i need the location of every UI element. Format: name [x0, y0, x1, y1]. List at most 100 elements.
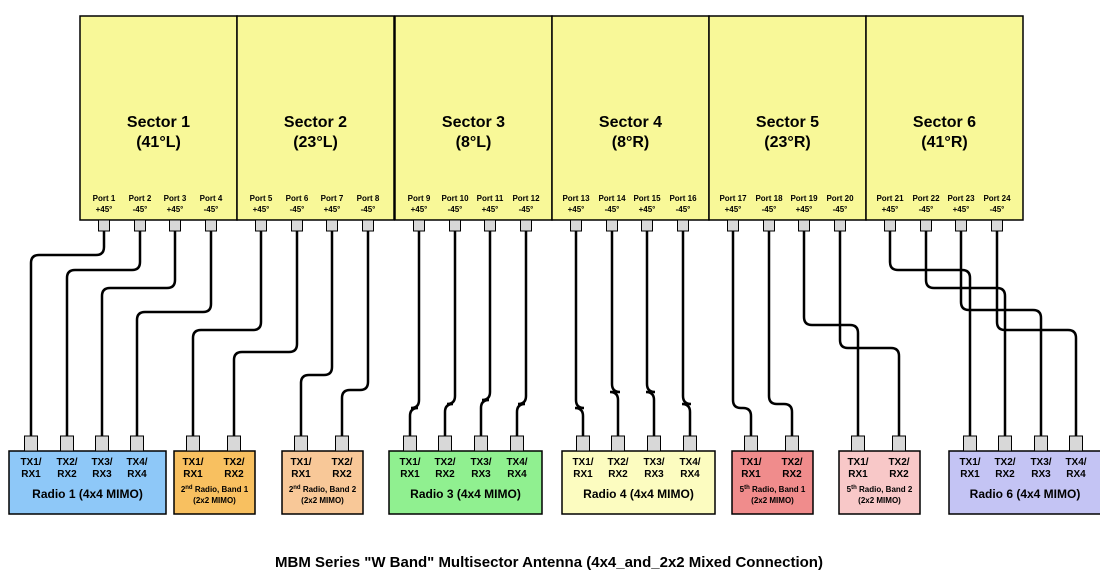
sector-name: Sector 4: [599, 114, 662, 131]
cable-port-12: [515, 231, 528, 436]
antenna-port-connector[interactable]: [520, 219, 532, 232]
antenna-port-connector[interactable]: [955, 219, 967, 232]
radio-port-rx: RX3: [92, 469, 112, 480]
antenna-port-connector[interactable]: [326, 219, 338, 232]
port-polarization: -45°: [919, 205, 934, 214]
port-polarization: -45°: [361, 205, 376, 214]
radio-name-suffix: nd: [293, 485, 301, 491]
radio-port-rx: RX4: [680, 469, 700, 480]
radio-port-connector[interactable]: [576, 435, 590, 452]
port-polarization: -45°: [204, 205, 219, 214]
port-number: Port 18: [755, 194, 783, 203]
antenna-port-connector[interactable]: [763, 219, 775, 232]
cable-port-18: [767, 231, 794, 436]
antenna-port-connector[interactable]: [677, 219, 689, 232]
radio-port-connector[interactable]: [963, 435, 977, 452]
radio-port-tx: TX4/: [679, 457, 700, 468]
antenna-port-connector[interactable]: [362, 219, 374, 232]
radio-port-connector[interactable]: [744, 435, 758, 452]
port-number: Port 24: [983, 194, 1011, 203]
sector-name: Sector 5: [756, 114, 819, 131]
cable-port-13: [574, 231, 585, 436]
radio-port-connector[interactable]: [998, 435, 1012, 452]
port-polarization: +45°: [725, 205, 742, 214]
radio-port-connector[interactable]: [403, 435, 417, 452]
radio-port-tx: TX2/: [994, 457, 1015, 468]
radio-port-connector[interactable]: [851, 435, 865, 452]
antenna-port-connector[interactable]: [291, 219, 303, 232]
radio-box: [281, 450, 364, 515]
antenna-port-connector[interactable]: [884, 219, 896, 232]
radio-port-connector[interactable]: [785, 435, 799, 452]
radio-port-connector[interactable]: [892, 435, 906, 452]
radio-port-connector[interactable]: [227, 435, 241, 452]
antenna-port-connector[interactable]: [413, 219, 425, 232]
port-number: Port 10: [441, 194, 469, 203]
radio-port-connector[interactable]: [611, 435, 625, 452]
antenna-port-connector[interactable]: [98, 219, 110, 232]
radio-mimo: (2x2 MIMO): [301, 496, 344, 505]
radio-port-connector[interactable]: [24, 435, 38, 452]
sector-box: [79, 15, 238, 221]
radio-port-connector[interactable]: [294, 435, 308, 452]
antenna-port-connector[interactable]: [798, 219, 810, 232]
port-polarization: +45°: [167, 205, 184, 214]
radio-port-connector[interactable]: [1034, 435, 1048, 452]
diagram-caption: MBM Series "W Band" Multisector Antenna …: [275, 554, 823, 571]
port-number: Port 2: [129, 194, 152, 203]
port-number: Port 17: [719, 194, 747, 203]
radio-port-connector[interactable]: [335, 435, 349, 452]
radio-port-connector[interactable]: [683, 435, 697, 452]
port-polarization: +45°: [482, 205, 499, 214]
antenna-port-connector[interactable]: [134, 219, 146, 232]
sectors: Sector 1(41°L)Port 1+45°Port 2-45°Port 3…: [79, 15, 1024, 232]
port-number: Port 13: [562, 194, 590, 203]
radio-name: 5th Radio, Band 1: [740, 485, 806, 494]
sector-angle: (41°R): [921, 134, 967, 151]
radio-port-connector[interactable]: [60, 435, 74, 452]
antenna-port-connector[interactable]: [727, 219, 739, 232]
radio-mimo: (2x2 MIMO): [193, 496, 236, 505]
port-polarization: +45°: [796, 205, 813, 214]
sector-name: Sector 2: [284, 114, 347, 131]
radio-port-connector[interactable]: [510, 435, 524, 452]
radio-box: [173, 450, 256, 515]
radio-port-connector[interactable]: [186, 435, 200, 452]
radio-port-connector[interactable]: [438, 435, 452, 452]
antenna-port-connector[interactable]: [484, 219, 496, 232]
radio-port-connector[interactable]: [95, 435, 109, 452]
antenna-port-connector[interactable]: [606, 219, 618, 232]
sector-name: Sector 3: [442, 114, 505, 131]
radio-port-rx: RX4: [1066, 469, 1086, 480]
radio-port-connector[interactable]: [1069, 435, 1083, 452]
port-polarization: -45°: [290, 205, 305, 214]
antenna-port-connector[interactable]: [449, 219, 461, 232]
port-polarization: +45°: [253, 205, 270, 214]
radio-port-connector[interactable]: [130, 435, 144, 452]
radio-port-rx: RX1: [848, 469, 868, 480]
radio-name: Radio 4 (4x4 MIMO): [583, 487, 694, 501]
radio-name: 2nd Radio, Band 1: [181, 485, 249, 494]
antenna-port-connector[interactable]: [255, 219, 267, 232]
radio-port-connector[interactable]: [474, 435, 488, 452]
radio-port-connector[interactable]: [647, 435, 661, 452]
radio-port-rx: RX2: [889, 469, 909, 480]
cable-port-23: [959, 231, 1043, 436]
sector-angle: (8°L): [456, 134, 492, 151]
antenna-port-connector[interactable]: [570, 219, 582, 232]
radio-name-ordinal: 5: [740, 485, 745, 494]
radio-port-rx: RX1: [21, 469, 41, 480]
port-polarization: -45°: [990, 205, 1005, 214]
port-number: Port 9: [408, 194, 431, 203]
radio-port-tx: TX2/: [781, 457, 802, 468]
antenna-port-connector[interactable]: [641, 219, 653, 232]
antenna-port-connector[interactable]: [205, 219, 217, 232]
cable-port-15: [645, 231, 656, 436]
antenna-port-connector[interactable]: [920, 219, 932, 232]
antenna-port-connector[interactable]: [834, 219, 846, 232]
antenna-port-connector[interactable]: [169, 219, 181, 232]
sector-name: Sector 6: [913, 114, 976, 131]
antenna-port-connector[interactable]: [991, 219, 1003, 232]
radio-port-rx: RX2: [332, 469, 352, 480]
